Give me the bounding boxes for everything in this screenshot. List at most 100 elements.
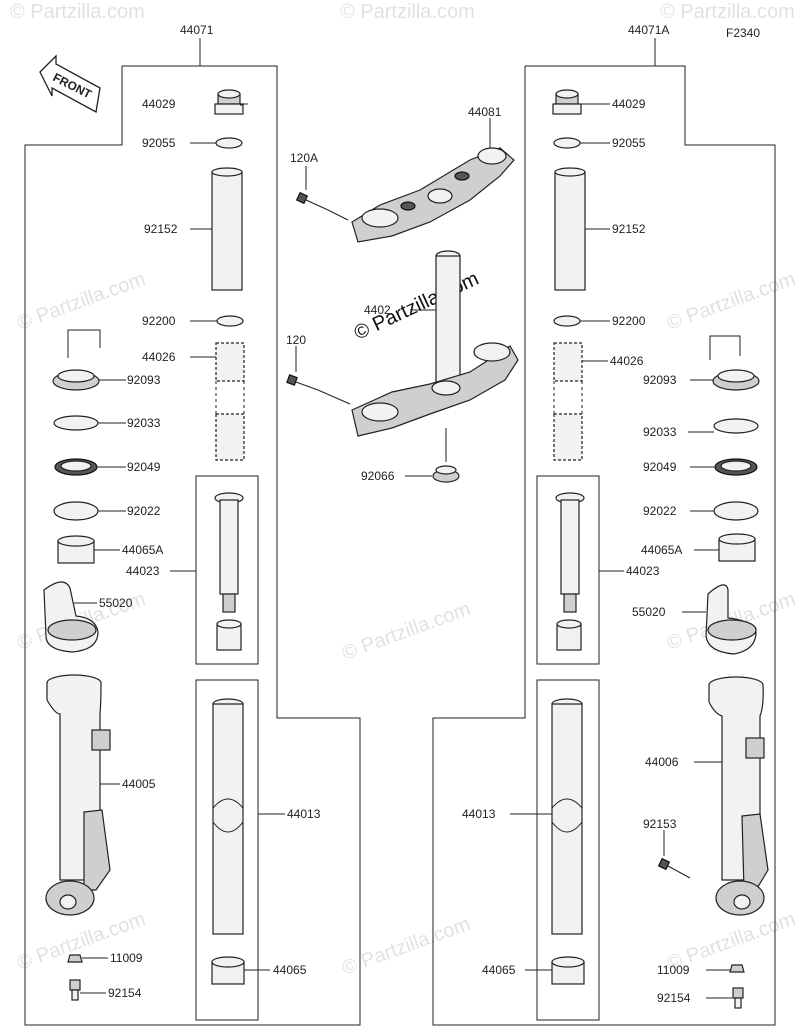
gasket-icon [67,954,83,963]
label-snap-ring: 92033 [643,425,677,439]
left-assembly-number: 44071 [180,23,214,37]
label-gasket: 11009 [110,951,143,965]
o-ring-icon [215,137,243,149]
label-outer-tube: 44006 [645,755,679,769]
label-gasket: 11009 [657,963,690,977]
steering-cap-icon [432,465,460,483]
label-bushing-lower: 44065 [482,963,516,977]
watermarks: © Partzilla.com © Partzilla.com © Partzi… [10,1,798,980]
bushing-icon [718,533,756,562]
socket-bolt-icon [732,987,744,1009]
cap-bolt-icon [214,89,244,115]
watermark-text: © Partzilla.com [14,268,148,335]
left-parts [43,89,245,1001]
snap-ring-icon [713,418,759,434]
label-spacer-tube: 92152 [612,222,646,236]
label-bolt: 92153 [643,817,677,831]
label-cap-bolt: 44029 [612,97,646,111]
label-lower-bolt: 120 [286,333,306,347]
label-outer-tube: 44005 [122,777,156,791]
spacer-tube-icon [554,167,586,291]
oil-seal-icon [54,458,98,476]
outer-tube-icon [45,674,111,916]
washer-lower-icon [713,501,759,521]
socket-bolt-icon [69,979,81,1001]
label-fork-guard: 55020 [632,605,666,619]
upper-bracket-icon [351,147,515,243]
label-oil-seal: 92049 [127,460,161,474]
label-fork-spring: 44026 [142,350,176,364]
label-socket-bolt: 92154 [657,991,691,1005]
left-labels: 44029 92055 92152 92200 44026 92093 9203… [99,97,321,1000]
cylinder-icon [214,492,244,651]
label-o-ring: 92055 [612,136,646,150]
center-parts [286,118,519,483]
label-lower-bracket: 4402 [364,303,391,317]
bolt-upper-icon [295,191,329,211]
label-washer-lower: 92022 [127,504,161,518]
gasket-icon [729,964,745,973]
inner-tube-icon [212,698,244,935]
label-washer: 92200 [612,314,646,328]
label-oil-seal: 92049 [643,460,677,474]
label-upper-bracket: 44081 [468,105,502,119]
label-washer-lower: 92022 [643,504,677,518]
right-labels: 44029 92055 92152 92200 44026 92093 9203… [462,97,691,1005]
right-assembly-outline [432,38,776,1026]
fork-guard-icon [43,581,99,653]
bolt-lower-icon [286,374,319,391]
right-parts [551,89,769,1009]
cylinder-icon [555,492,585,651]
label-socket-bolt: 92154 [108,986,142,1000]
label-dust-seal: 92093 [643,373,677,387]
snap-ring-icon [53,415,99,431]
watermark-text: © Partzilla.com [10,1,145,23]
bushing-lower-icon [551,956,585,985]
inner-tube-icon [551,698,583,935]
steering-stem-icon [435,250,461,391]
fork-spring-icon [553,342,583,461]
watermark-text: © Partzilla.com [664,268,798,335]
o-ring-icon [553,137,581,149]
label-washer: 92200 [142,314,176,328]
fork-spring-icon [215,342,245,461]
center-labels: 44081 120A 4402 120 92066 [286,105,502,483]
label-cylinder: 44023 [126,564,160,578]
label-cylinder: 44023 [626,564,660,578]
label-bushing-lower: 44065 [273,963,307,977]
fork-guard-icon [705,584,757,655]
dust-seal-icon [709,335,760,391]
oil-seal-icon [714,458,758,476]
bushing-lower-icon [211,956,245,985]
right-assembly-number: 44071A [628,23,669,37]
lower-bracket-icon [351,342,519,437]
spacer-tube-icon [211,167,243,291]
label-cap-bolt: 44029 [142,97,176,111]
left-assembly-outline [24,38,361,1026]
watermark-text: © Partzilla.com [339,913,473,980]
diagram-code: F2340 [726,26,760,40]
label-fork-guard: 55020 [99,596,133,610]
label-inner-tube: 44013 [287,807,321,821]
right-leaders [510,103,732,999]
bolt-icon [657,857,691,879]
label-dust-seal: 92093 [127,373,161,387]
bushing-icon [57,535,95,564]
label-inner-tube: 44013 [462,807,496,821]
label-bushing: 44065A [122,543,163,557]
watermark-text: © Partzilla.com [660,1,795,23]
label-fork-spring: 44026 [610,354,644,368]
label-snap-ring: 92033 [127,416,161,430]
washer-icon [553,315,581,327]
dust-seal-icon [52,329,101,391]
label-bushing: 44065A [641,543,682,557]
washer-lower-icon [53,501,99,521]
washer-icon [216,315,244,327]
front-arrow-icon: FRONT [39,54,101,114]
label-o-ring: 92055 [142,136,176,150]
label-spacer-tube: 92152 [144,222,178,236]
label-upper-bolt: 120A [290,151,318,165]
watermark-text: © Partzilla.com [340,1,475,23]
outer-tube-icon [708,676,769,916]
